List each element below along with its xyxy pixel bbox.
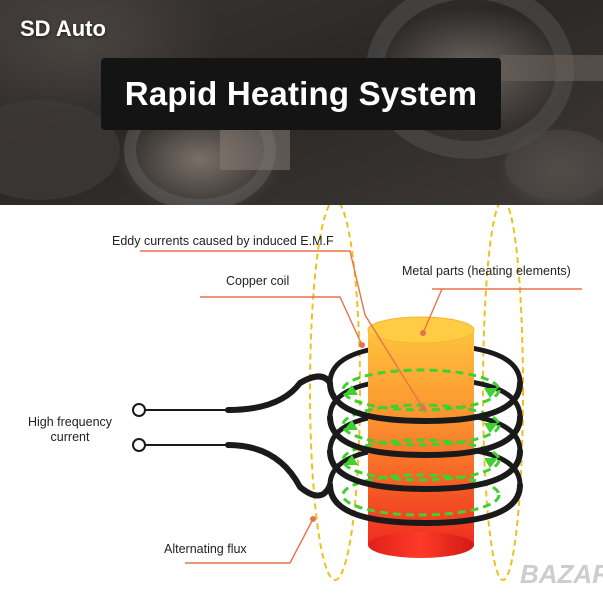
label-alternating-flux: Alternating flux <box>164 542 247 556</box>
label-hf-current-line1: High frequency <box>28 415 113 429</box>
page-title: Rapid Heating System <box>124 75 478 112</box>
label-eddy-currents: Eddy currents caused by induced E.M.F <box>112 234 334 248</box>
eddy-current-arrows <box>344 385 498 468</box>
title-box: Rapid Heating System <box>101 58 501 130</box>
leader-dots <box>310 330 426 522</box>
flux-loop-right <box>482 205 524 581</box>
label-hf-current-line2: current <box>51 430 90 444</box>
watermark: BAZAR <box>520 559 603 589</box>
metal-part-cylinder <box>367 316 475 558</box>
copper-coil <box>225 373 523 527</box>
terminal-bottom-icon <box>132 438 146 452</box>
flux-loop-left <box>309 205 361 581</box>
banner-photo-background <box>0 0 603 205</box>
induction-heating-diagram: Eddy currents caused by induced E.M.F Co… <box>28 205 603 589</box>
label-copper-coil: Copper coil <box>226 274 289 288</box>
terminal-top-icon <box>132 403 146 417</box>
label-metal-parts: Metal parts (heating elements) <box>402 264 571 278</box>
brand-logo-text: SD Auto <box>20 16 106 41</box>
header-banner: SD Auto Rapid Heating System <box>0 0 603 205</box>
lead-wires <box>132 403 230 452</box>
leader-lines <box>140 250 582 564</box>
